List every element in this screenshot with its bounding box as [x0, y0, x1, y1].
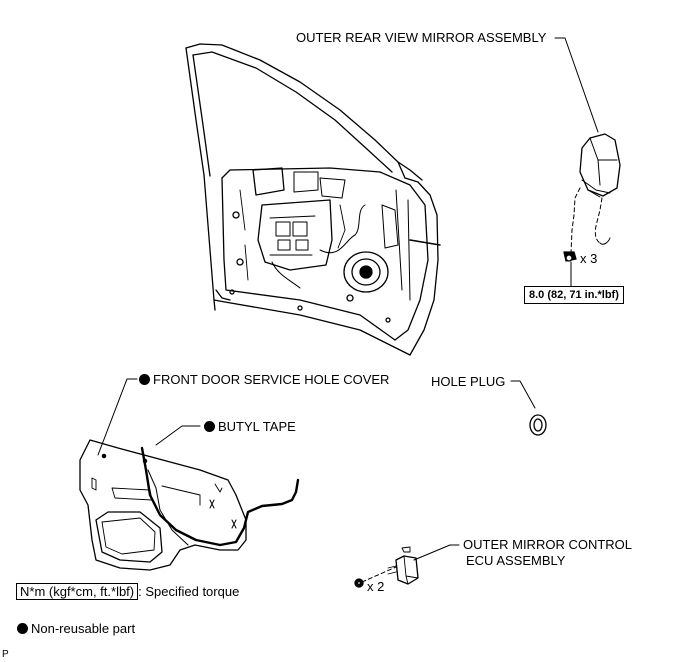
butyl-tape: [140, 446, 300, 547]
legend-torque-desc: : Specified torque: [138, 584, 240, 599]
service-hole-cover-text: FRONT DOOR SERVICE HOLE COVER: [153, 372, 390, 387]
label-hole-plug: HOLE PLUG: [431, 374, 506, 389]
non-reusable-dot-icon: [17, 623, 28, 634]
non-reusable-dot-icon: [204, 421, 215, 432]
label-outer-rear-view-mirror-assembly: OUTER REAR VIEW MIRROR ASSEMBLY: [296, 30, 547, 45]
hole-plug: [529, 414, 547, 436]
non-reusable-dot-icon: [139, 374, 150, 385]
label-ecu-line2: ECU ASSEMBLY: [466, 553, 566, 568]
torque-spec-box: 8.0 (82, 71 in.*lbf): [524, 286, 624, 304]
butyl-tape-text: BUTYL TAPE: [218, 419, 296, 434]
label-ecu-line1: OUTER MIRROR CONTROL: [463, 537, 632, 552]
legend-torque-unit-box: N*m (kgf*cm, ft.*lbf): [16, 583, 139, 600]
label-ecu-bolt-qty: x 2: [367, 579, 385, 594]
legend-non-reusable: Non-reusable part: [17, 621, 135, 636]
legend-non-reusable-text: Non-reusable part: [31, 621, 136, 636]
label-front-door-service-hole-cover: FRONT DOOR SERVICE HOLE COVER: [139, 372, 389, 387]
outer-mirror-control-ecu: [387, 546, 419, 585]
legend-specified-torque: N*m (kgf*cm, ft.*lbf): Specified torque: [16, 583, 240, 600]
label-butyl-tape: BUTYL TAPE: [204, 419, 296, 434]
outer-rear-view-mirror: [570, 133, 621, 254]
label-mirror-bolt-qty: x 3: [580, 251, 598, 266]
front-door-panel: [185, 43, 441, 356]
front-door-service-hole-cover: [79, 439, 247, 571]
mirror-bolt-icon: [563, 251, 577, 262]
ecu-bolt-icon: [354, 578, 364, 588]
corner-mark: P: [2, 649, 9, 660]
